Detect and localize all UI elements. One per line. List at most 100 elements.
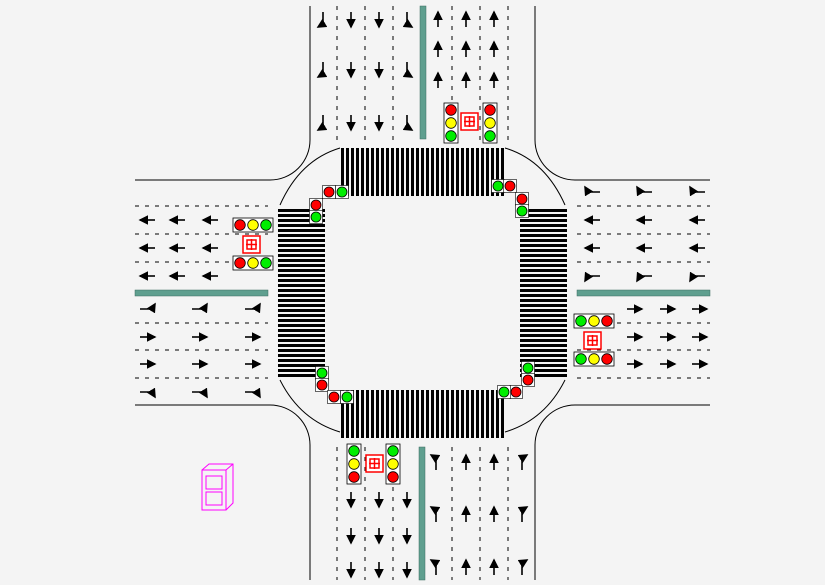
signal-lamp-red (484, 104, 496, 116)
crosswalk-stripe-west (278, 254, 325, 257)
crosswalk-stripe-west (278, 219, 325, 222)
crosswalk-stripe-west (278, 334, 325, 337)
crosswalk-stripe-north (356, 148, 359, 196)
crosswalk-stripe-south (436, 390, 439, 438)
signal-lamp-yellow (348, 458, 360, 470)
road-edge-nw (135, 6, 311, 181)
crosswalk-stripe-east (520, 219, 567, 222)
median-west (134, 289, 269, 297)
signal-head-west-top (232, 217, 274, 233)
corner-signals-ne (491, 179, 529, 218)
crosswalk-stripe-south (501, 390, 504, 438)
crosswalk-stripe-south (416, 390, 419, 438)
crosswalk-stripe-east (520, 344, 567, 347)
crosswalk-stripe-north (446, 148, 449, 196)
crosswalk-stripe-south (381, 390, 384, 438)
signal-lamp-red (234, 219, 246, 231)
crosswalk-stripe-north (501, 148, 504, 196)
crosswalk-stripe-west (278, 304, 325, 307)
signal-lamp-green (387, 445, 399, 457)
signal-head-east-top (573, 313, 615, 329)
arrows-west-outbound (138, 215, 218, 281)
crosswalk-stripe-south (371, 390, 374, 438)
crosswalk-stripe-south (496, 390, 499, 438)
median-south (418, 446, 426, 581)
crosswalk-stripe-east (520, 369, 567, 372)
signal-lamp-green (336, 186, 348, 198)
signal-lamp-yellow (247, 219, 259, 231)
signal-head-north-left (443, 102, 459, 144)
crosswalk-stripe-east (520, 374, 567, 377)
crosswalk-stripe-south (446, 390, 449, 438)
crosswalk-stripe-south (491, 390, 494, 438)
crosswalk-stripe-north (421, 148, 424, 196)
crosswalk-stripe-east (520, 214, 567, 217)
crosswalk-stripe-east (520, 284, 567, 287)
crosswalk-stripe-south (356, 390, 359, 438)
arrows-east-inbound (583, 185, 705, 283)
crosswalk-stripe-west (278, 294, 325, 297)
signal-lamp-yellow (247, 257, 259, 269)
crosswalk-stripe-south (391, 390, 394, 438)
signal-head-west-bottom (232, 255, 274, 271)
curb-se (504, 379, 566, 433)
arrows-north-outbound (433, 10, 499, 88)
crosswalk-stripe-east (520, 244, 567, 247)
crosswalk-stripe-north (391, 148, 394, 196)
signal-lamp-green (348, 445, 360, 457)
crosswalk-stripe-west (278, 354, 325, 357)
crosswalk-stripe-east (520, 324, 567, 327)
crosswalk-stripe-south (411, 390, 414, 438)
signal-lamp-yellow (387, 458, 399, 470)
signal-lamp-red (504, 180, 516, 192)
signal-lamp-red (522, 374, 534, 386)
signal-lamp-green (260, 219, 272, 231)
crosswalk-stripe-north (361, 148, 364, 196)
corner-signals-sw (315, 366, 354, 404)
crosswalk-stripe-east (520, 354, 567, 357)
signal-head-north-right (482, 102, 498, 144)
crosswalk-stripe-south (341, 390, 344, 438)
crosswalk-stripe-west (278, 229, 325, 232)
crosswalk-stripe-north (341, 148, 344, 196)
crosswalk-stripe-north (401, 148, 404, 196)
crosswalk-stripe-south (351, 390, 354, 438)
crosswalk-stripe-west (278, 249, 325, 252)
crosswalk-stripe-north (366, 148, 369, 196)
signal-lamp-green (522, 362, 534, 374)
crosswalk-stripe-north (411, 148, 414, 196)
crosswalk-stripe-west (278, 259, 325, 262)
crosswalk-stripe-east (520, 234, 567, 237)
crosswalk-stripe-west (278, 209, 325, 212)
signal-lamp-yellow (484, 117, 496, 129)
crosswalk-stripe-south (461, 390, 464, 438)
crosswalk-stripe-west (278, 224, 325, 227)
crosswalk-stripe-east (520, 224, 567, 227)
crosswalk-stripe-west (278, 344, 325, 347)
crosswalk-stripe-west (278, 349, 325, 352)
arrows-west-inbound (140, 302, 262, 399)
crosswalk-stripe-south (396, 390, 399, 438)
crosswalk-stripe-west (278, 234, 325, 237)
crosswalk-stripe-east (520, 359, 567, 362)
signal-controller-cabinet-icon (201, 463, 234, 511)
crosswalk-stripe-south (426, 390, 429, 438)
crosswalk-stripe-west (278, 374, 325, 377)
medians (134, 5, 711, 581)
crosswalk-stripe-south (376, 390, 379, 438)
crosswalk-stripe-north (476, 148, 479, 196)
crosswalk-stripe-south (346, 390, 349, 438)
crosswalk-stripe-south (481, 390, 484, 438)
crosswalk-stripe-west (278, 239, 325, 242)
crosswalk-stripe-east (520, 349, 567, 352)
crosswalk-stripe-east (520, 229, 567, 232)
crosswalk-stripe-west (278, 289, 325, 292)
signal-lamp-green (575, 315, 587, 327)
signal-lamp-yellow (445, 117, 457, 129)
curb-sw (279, 379, 341, 433)
signal-lamp-red (234, 257, 246, 269)
signal-lamp-green (341, 391, 353, 403)
crosswalk-stripe-east (520, 269, 567, 272)
crosswalk-stripe-north (466, 148, 469, 196)
crosswalk-stripe-west (278, 299, 325, 302)
